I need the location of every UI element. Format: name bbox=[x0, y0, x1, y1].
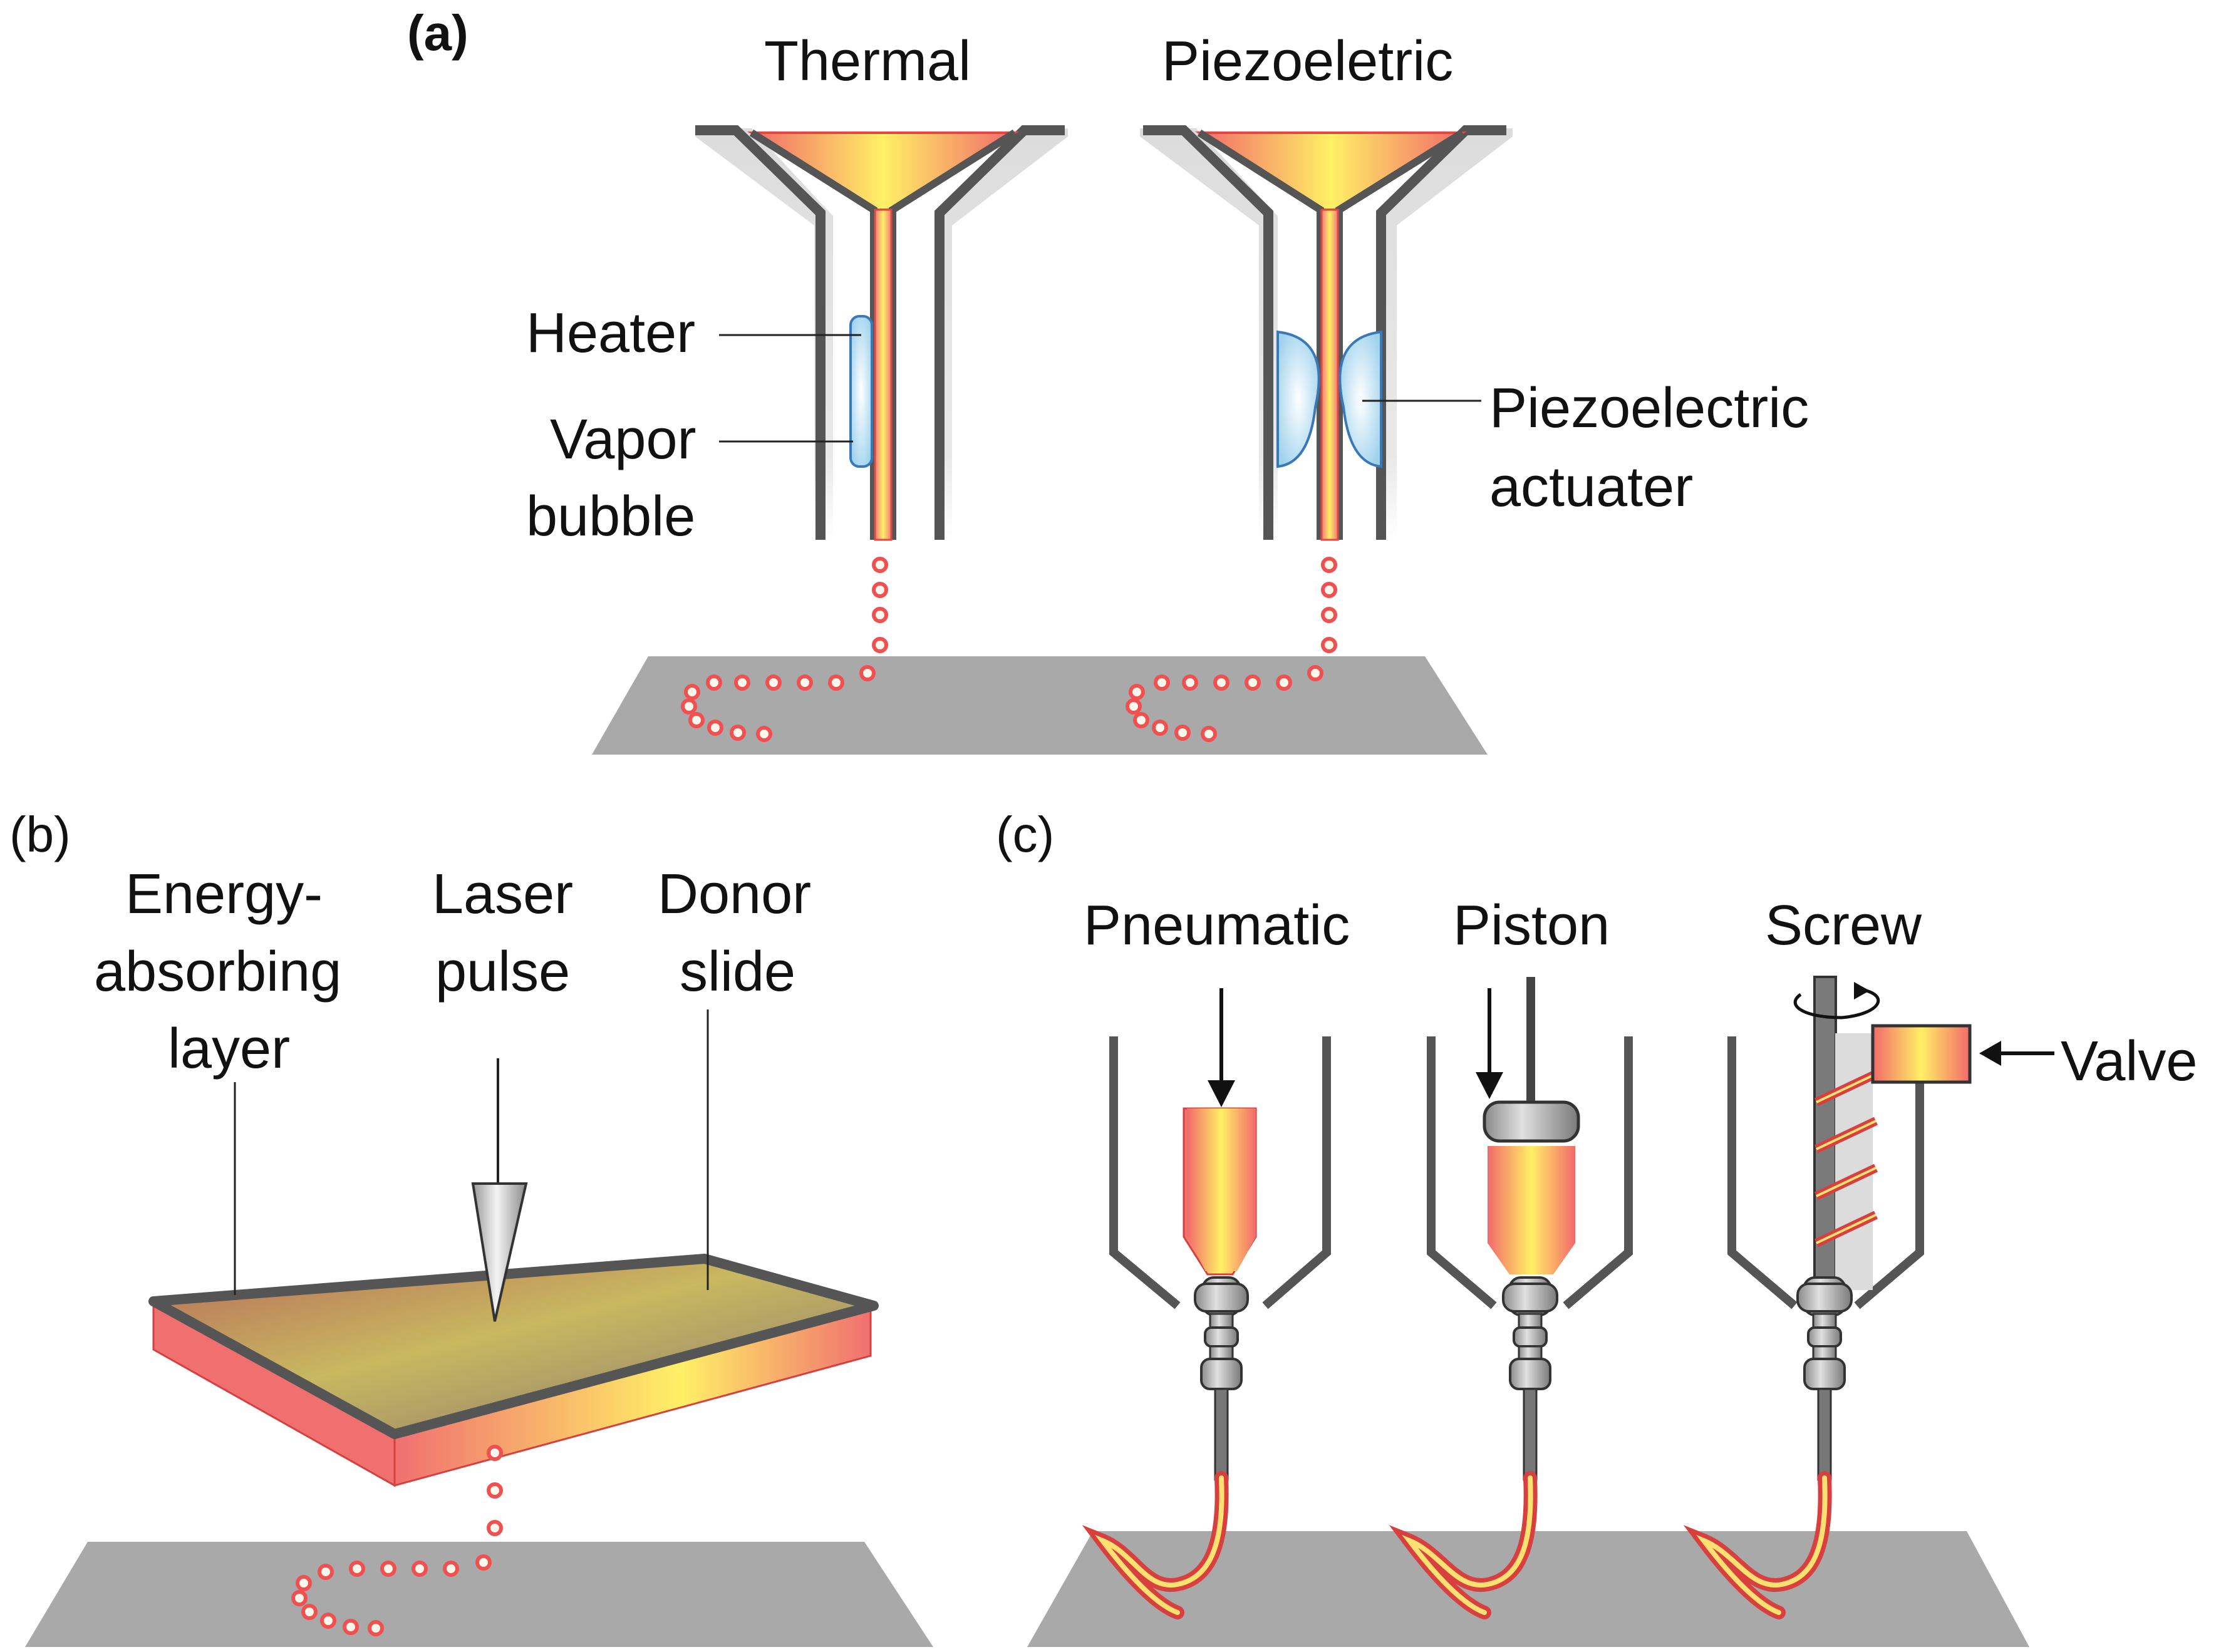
droplets-thermal bbox=[681, 557, 888, 742]
piezo-title: Piezoeletric bbox=[1162, 30, 1453, 93]
thermal-title: Thermal bbox=[764, 30, 971, 93]
laser-label-line2: pulse bbox=[435, 941, 570, 1003]
panel-a-label: (a) bbox=[407, 5, 468, 61]
piezo-nozzle bbox=[1140, 125, 1513, 541]
heater-element bbox=[849, 315, 873, 468]
screw-dispenser bbox=[1683, 976, 2054, 1619]
droplets-laser bbox=[291, 1445, 503, 1636]
substrate-b bbox=[25, 1542, 933, 1647]
donor-label-line1: Donor bbox=[658, 863, 811, 926]
droplets-piezo bbox=[1126, 557, 1337, 742]
heater-label: Heater bbox=[526, 302, 695, 364]
substrate-a bbox=[592, 656, 1488, 755]
vapor-label-line2: bubble bbox=[526, 485, 695, 548]
laser-pulse-cone bbox=[471, 1182, 528, 1322]
piezo-actuator-right bbox=[1338, 330, 1382, 468]
piston-label: Piston bbox=[1453, 894, 1610, 957]
valve-label: Valve bbox=[2061, 1030, 2197, 1093]
piston-plunger bbox=[1483, 1100, 1580, 1143]
energy-label-line1: Energy- bbox=[125, 863, 323, 926]
panel-c-label: (c) bbox=[996, 807, 1054, 862]
actuator-label-line1: Piezoelectric bbox=[1489, 377, 1809, 440]
thermal-nozzle bbox=[695, 125, 1068, 541]
laser-label-line1: Laser bbox=[432, 863, 573, 926]
piston-dispenser bbox=[1389, 977, 1633, 1619]
pneumatic-dispenser bbox=[1082, 988, 1331, 1619]
pneumatic-label: Pneumatic bbox=[1084, 894, 1350, 957]
actuator-label-line2: actuater bbox=[1489, 456, 1693, 519]
energy-label-line2: absorbing bbox=[94, 941, 341, 1003]
vapor-label-line1: Vapor bbox=[550, 408, 696, 471]
panel-b-label: (b) bbox=[9, 807, 71, 862]
valve-inlet bbox=[1871, 1024, 1972, 1084]
screw-label: Screw bbox=[1765, 894, 1922, 957]
energy-label-line3: layer bbox=[168, 1018, 290, 1080]
piezo-actuator-left bbox=[1276, 330, 1320, 468]
donor-label-line2: slide bbox=[680, 941, 795, 1003]
donor-slide bbox=[148, 1254, 879, 1487]
